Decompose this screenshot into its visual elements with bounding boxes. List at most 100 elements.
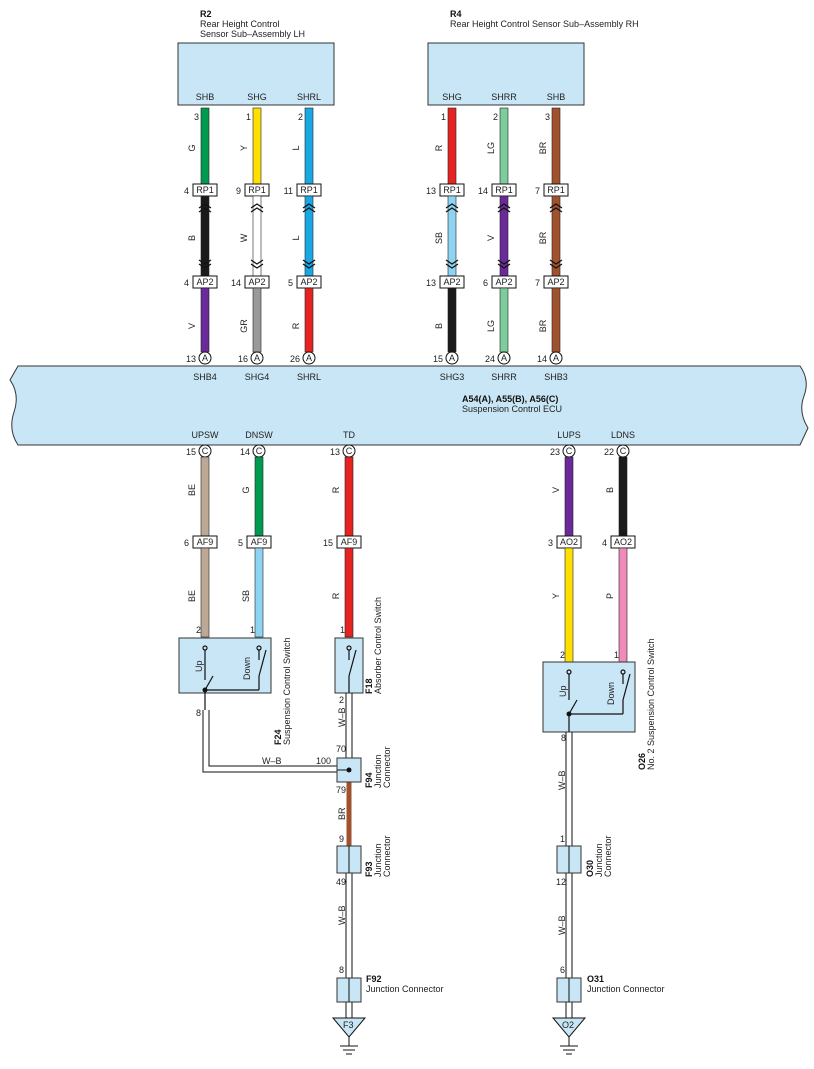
wire-bot-seg2-1 bbox=[254, 547, 264, 638]
ap2-chevron-1 bbox=[250, 259, 264, 269]
wire-seg2-color-0: B bbox=[187, 235, 197, 241]
ground-left-symbol bbox=[331, 1017, 367, 1038]
f24-down-label: Down bbox=[242, 657, 252, 680]
ap2-chevron-3 bbox=[445, 259, 459, 269]
f93-name-2: Connector bbox=[382, 835, 392, 877]
wire-seg1-color-4: LG bbox=[486, 142, 496, 154]
wire-seg1-4 bbox=[499, 107, 509, 185]
f24-code: F24 bbox=[273, 729, 283, 745]
rp1-pin-3: 13 bbox=[426, 186, 436, 196]
ecu-bottom-pin-3-letter: C bbox=[566, 446, 573, 456]
junction-conn-0-label: AF9 bbox=[197, 537, 214, 547]
ap2-chevron-5 bbox=[549, 259, 563, 269]
sensor-sig-4: SHRR bbox=[491, 92, 517, 102]
ground-right-bars bbox=[560, 1037, 578, 1055]
wire-seg1-0 bbox=[200, 107, 210, 185]
ecu-bottom-pin-1-letter: C bbox=[256, 446, 263, 456]
sensor-pin-5: 3 bbox=[545, 112, 550, 122]
f18-switch-symbol bbox=[346, 645, 357, 693]
rp1-chevron-0 bbox=[198, 203, 212, 213]
wire-bot-seg2-color-3: Y bbox=[551, 593, 561, 599]
o30-code: O30 bbox=[585, 860, 595, 877]
top-wire-group: SHB3GRP14BAP24VA13SHB4SHG1YRP19WAP214GRA… bbox=[184, 92, 569, 382]
o26-down-label: Down bbox=[606, 682, 616, 705]
ground-right-label: O2 bbox=[562, 1020, 574, 1030]
o31-name: Junction Connector bbox=[587, 984, 665, 994]
sensor-rh-box bbox=[427, 42, 585, 106]
ecu-bottom-pinnum-1: 14 bbox=[240, 447, 250, 457]
wire-seg3-2 bbox=[304, 287, 314, 353]
sensor-sig-5: SHB bbox=[547, 92, 566, 102]
o26-code: O26 bbox=[637, 753, 647, 770]
o30-pin-top: 1 bbox=[560, 834, 565, 844]
f93-code: F93 bbox=[364, 861, 374, 877]
ecu-bottom-sig-2: TD bbox=[343, 430, 355, 440]
ecu-top-sig-0: SHB4 bbox=[193, 372, 217, 382]
ground-left-label: F3 bbox=[343, 1020, 354, 1030]
ecu-top-pin-1-circle bbox=[250, 351, 264, 365]
ap2-conn-1-label: AP2 bbox=[248, 277, 265, 287]
wire-seg1-color-1: Y bbox=[239, 145, 249, 151]
ecu-bottom-pinnum-2: 13 bbox=[330, 447, 340, 457]
f24-switch-symbol bbox=[202, 645, 267, 710]
wire-seg2-color-1: W bbox=[239, 233, 249, 242]
sensor-rh-name-1: Rear Height Control Sensor Sub–Assembly … bbox=[450, 19, 639, 29]
wire-seg3-color-0: V bbox=[187, 323, 197, 329]
wire-bot-seg2-color-2: R bbox=[331, 592, 341, 599]
ecu-bottom-sig-0: UPSW bbox=[192, 430, 220, 440]
sensor-sig-0: SHB bbox=[196, 92, 215, 102]
junction-conn-2-label: AF9 bbox=[341, 537, 358, 547]
o26-out-pin: 8 bbox=[561, 733, 566, 743]
sensor-rh-code: R4 bbox=[450, 9, 462, 19]
ecu-top-pin-2-letter: A bbox=[306, 353, 312, 363]
ecu-top-pin-4-circle bbox=[497, 351, 511, 365]
wire-bot-seg2-color-0: BE bbox=[187, 590, 197, 602]
f94-pin-left: 100 bbox=[316, 756, 331, 766]
f94-name-1: Junction bbox=[373, 754, 383, 788]
ap2-chevron-4 bbox=[497, 259, 511, 269]
rp1-conn-4-label: RP1 bbox=[495, 185, 513, 195]
sensor-pin-0: 3 bbox=[194, 112, 199, 122]
left-ground-wiring bbox=[202, 693, 353, 1018]
ap2-conn-4-label: AP2 bbox=[495, 277, 512, 287]
switch-pin-4: 1 bbox=[614, 650, 619, 660]
switch-pin-2: 1 bbox=[340, 625, 345, 635]
junction-pin-1: 5 bbox=[238, 538, 243, 548]
rp1-conn-2-label: RP1 bbox=[300, 185, 318, 195]
ecu-top-pinnum-4: 24 bbox=[485, 354, 495, 364]
switch-pin-1: 1 bbox=[250, 625, 255, 635]
junction-pin-2: 15 bbox=[323, 538, 333, 548]
f92-code: F92 bbox=[366, 974, 382, 984]
ap2-pin-2: 5 bbox=[288, 278, 293, 288]
wire-seg1-color-5: BR bbox=[538, 141, 548, 154]
ap2-pin-1: 14 bbox=[231, 278, 241, 288]
wire-seg3-color-2: R bbox=[291, 322, 301, 329]
wire-bot-seg2-color-1: SB bbox=[241, 590, 251, 602]
junction-pin-4: 4 bbox=[602, 538, 607, 548]
wire-bot-seg1-color-2: R bbox=[331, 486, 341, 493]
wire-bot-seg1-4 bbox=[618, 456, 628, 537]
ap2-conn-3-label: AP2 bbox=[443, 277, 460, 287]
f94-name-2: Connector bbox=[382, 746, 392, 788]
wire-bot-seg1-1 bbox=[254, 456, 264, 537]
ecu-top-pin-0-circle bbox=[198, 351, 212, 365]
wire-seg1-color-2: L bbox=[291, 145, 301, 150]
ap2-chevron-0 bbox=[198, 259, 212, 269]
wire-bot-seg2-0 bbox=[200, 547, 210, 638]
wire-seg1-color-3: R bbox=[434, 144, 444, 151]
f94-f93-wire-br-label: BR bbox=[337, 807, 347, 820]
rp1-chevron-2 bbox=[302, 203, 316, 213]
rp1-chevron-3 bbox=[445, 203, 459, 213]
switch-pin-3: 2 bbox=[560, 650, 565, 660]
wire-seg3-color-3: B bbox=[434, 323, 444, 329]
wire-bot-seg1-color-4: B bbox=[605, 487, 615, 493]
wire-bot-seg2-2 bbox=[344, 547, 354, 638]
o31-code: O31 bbox=[587, 974, 604, 984]
wire-seg2-color-3: SB bbox=[434, 232, 444, 244]
ap2-conn-5-label: AP2 bbox=[547, 277, 564, 287]
wire-seg2-color-4: V bbox=[486, 235, 496, 241]
ecu-bottom-pin-4-letter: C bbox=[620, 446, 627, 456]
junction-pin-0: 6 bbox=[184, 538, 189, 548]
right-ground-wiring bbox=[565, 732, 573, 1018]
